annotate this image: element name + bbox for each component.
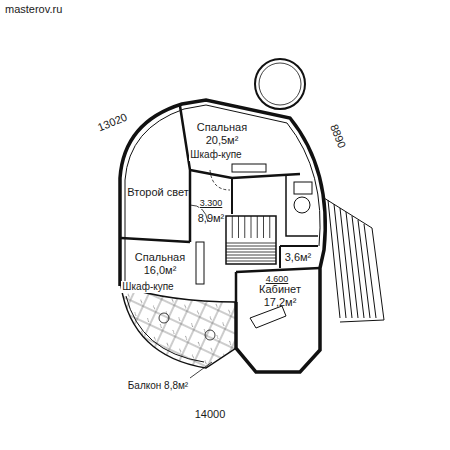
dimension: 8890 xyxy=(327,121,348,150)
plan-label: 3.300 xyxy=(199,197,224,209)
plan-label: Шкаф-купе xyxy=(121,281,174,293)
dimension: 14000 xyxy=(194,408,227,420)
plan-label: Шкаф-купе xyxy=(189,149,242,161)
watermark: masterov.ru xyxy=(4,3,63,15)
room-area: Спальная20,5м² xyxy=(197,121,247,147)
room-area: 3,6м² xyxy=(285,251,312,264)
plan-label: Балкон 8,8м² xyxy=(127,380,189,392)
room-text: 8,9м² xyxy=(198,212,225,225)
dimension: 13020 xyxy=(95,110,130,133)
room-text: 16,0м² xyxy=(144,264,177,277)
room-area: Кабинет17,2м² xyxy=(259,283,301,309)
room-name: Спальная xyxy=(197,121,247,134)
room-area: Спальная16,0м² xyxy=(135,251,185,277)
room-area: 8,9м² xyxy=(198,212,225,225)
room-name: Спальная xyxy=(135,251,185,264)
room-text: 3,6м² xyxy=(285,251,312,264)
room-text: 20,5м² xyxy=(206,134,239,147)
plan-label: 4.600 xyxy=(265,273,290,285)
room-area: Второй свет xyxy=(127,186,188,199)
room-text: 17,2м² xyxy=(264,296,297,309)
room-text: Второй свет xyxy=(127,186,188,199)
